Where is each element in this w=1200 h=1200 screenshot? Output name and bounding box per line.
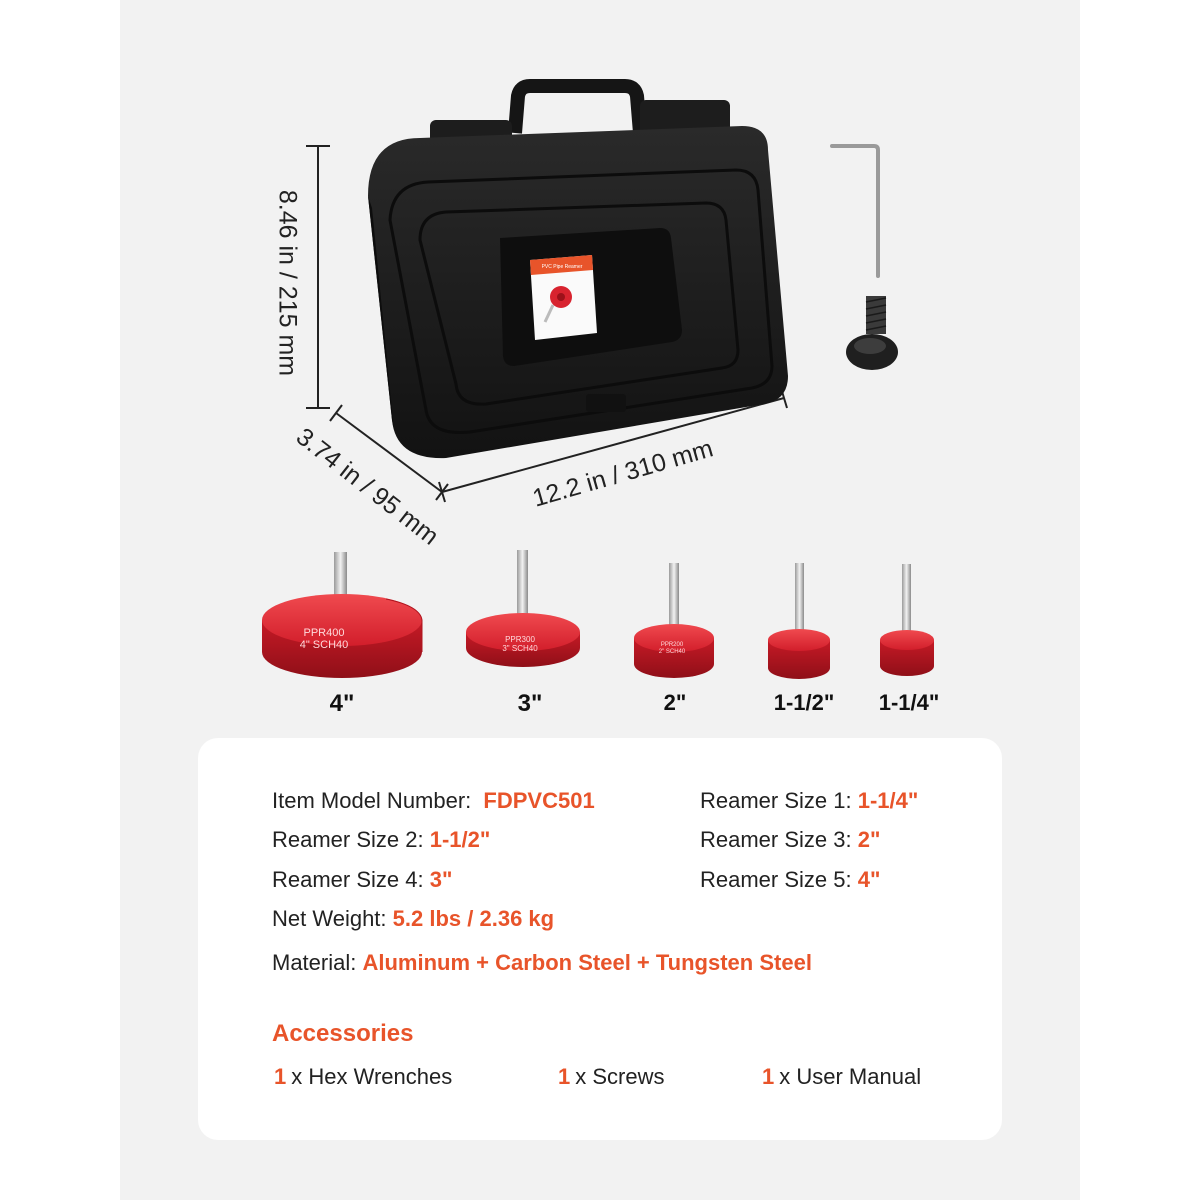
spec-reamer-size-1: Reamer Size 1: 1-1/4": [700, 788, 919, 813]
svg-text:2" SCH40: 2" SCH40: [659, 649, 686, 655]
spec-model: Item Model Number: FDPVC501: [272, 788, 595, 813]
spec-material: Material: Aluminum + Carbon Steel + Tung…: [272, 950, 812, 975]
reamer-2in: PPR200 2" SCH40: [634, 563, 714, 678]
svg-text:PPR200: PPR200: [661, 642, 684, 648]
accessories-title: Accessories: [272, 1020, 414, 1047]
reamer-1-1-2in: [768, 563, 830, 679]
screw: [846, 296, 898, 370]
height-dimension-line: [306, 145, 330, 409]
spec-reamer-size-5: Reamer Size 5: 4": [700, 867, 881, 892]
reamer-size-label: 2": [663, 690, 687, 715]
height-dimension-label: 8.46 in / 215 mm: [273, 189, 302, 377]
spec-reamer-size-2: Reamer Size 2: 1-1/2": [272, 827, 491, 852]
case-sticker: PVC Pipe Reamer: [530, 255, 597, 340]
reamer-1-1-4in: [880, 564, 934, 676]
reamer-4in: PPR400 4" SCH40: [262, 552, 423, 678]
hex-wrench: [830, 144, 880, 278]
specifications-card: Item Model Number: FDPVC501 Reamer Size …: [198, 738, 1002, 1140]
spec-reamer-size-3: Reamer Size 3: 2": [700, 827, 881, 852]
svg-text:PPR300: PPR300: [505, 635, 535, 644]
reamer-size-label: 1-1/4": [878, 690, 940, 715]
reamer-size-label: 4": [329, 690, 355, 717]
reamer-size-label: 1-1/2": [773, 690, 835, 715]
svg-text:4" SCH40: 4" SCH40: [300, 639, 349, 651]
reamer-3in: PPR300 3" SCH40: [466, 550, 580, 667]
spec-net-weight: Net Weight: 5.2 lbs / 2.36 kg: [272, 906, 555, 931]
spec-reamer-size-4: Reamer Size 4: 3": [272, 867, 453, 892]
reamer-size-label: 3": [517, 690, 543, 717]
sticker-text: PVC Pipe Reamer: [542, 264, 583, 270]
svg-text:3" SCH40: 3" SCH40: [502, 644, 538, 653]
model-number-value: FDPVC501: [483, 788, 595, 813]
svg-text:PPR400: PPR400: [304, 627, 345, 639]
